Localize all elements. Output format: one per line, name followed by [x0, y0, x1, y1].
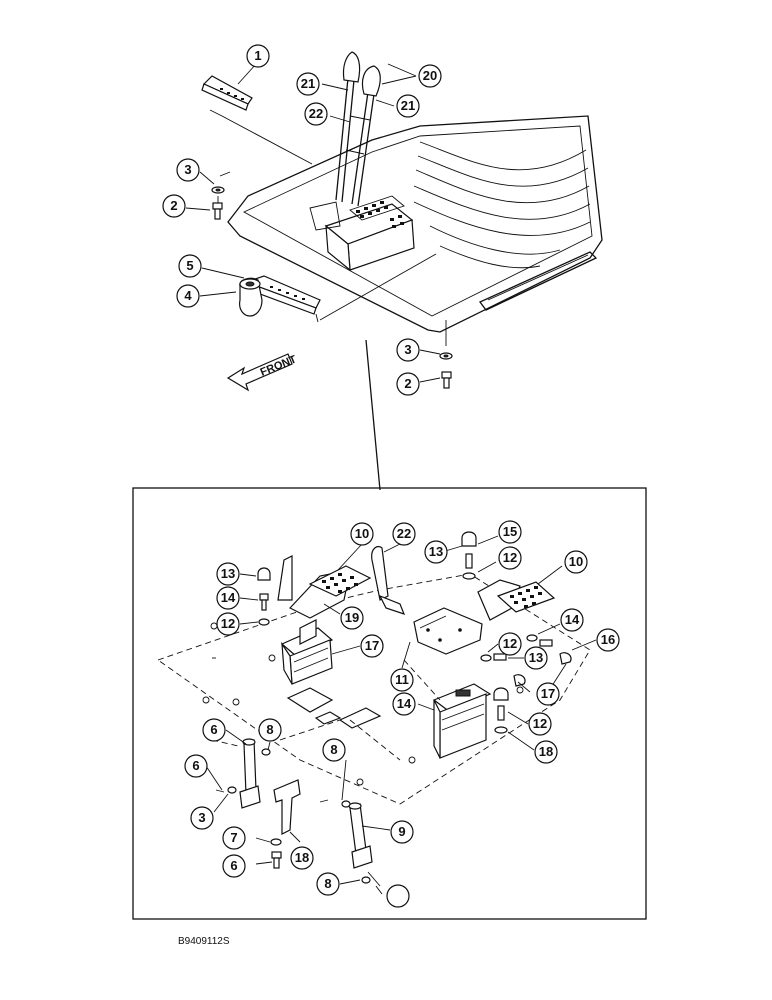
svg-text:4: 4 [184, 288, 192, 303]
svg-text:11: 11 [395, 672, 409, 687]
svg-text:14: 14 [397, 696, 412, 711]
detail-assembly [157, 531, 597, 895]
callout-21a: 21 [296, 72, 320, 96]
callout-18-left: 6 [202, 718, 226, 742]
svg-text:5: 5 [186, 258, 193, 273]
svg-text:8: 8 [330, 742, 337, 757]
callout-13-left: 13 [216, 562, 240, 586]
callout-12-left: 12 [216, 612, 240, 636]
svg-text:8: 8 [266, 722, 273, 737]
callout-12-top: 12 [498, 546, 522, 570]
svg-text:20: 20 [423, 68, 437, 83]
svg-text:2: 2 [404, 376, 411, 391]
svg-text:16: 16 [601, 632, 615, 647]
callout-1: 1 [246, 44, 270, 68]
svg-text:2: 2 [170, 198, 177, 213]
svg-text:12: 12 [503, 636, 517, 651]
left-pedal-grid [322, 573, 358, 593]
callout-14-right: 16 [596, 628, 620, 652]
svg-text:3: 3 [404, 342, 411, 357]
callout-22-detail: 22 [392, 522, 416, 546]
svg-text:6: 6 [230, 858, 237, 873]
svg-text:10: 10 [569, 554, 583, 569]
top-callouts: 1 20 21 21 22 3 2 5 4 3 2 [162, 44, 442, 396]
callout-12-mid: 12 [498, 632, 522, 656]
callout-8-left: 6 [184, 754, 208, 778]
callout-2-top: 2 [162, 194, 186, 218]
svg-text:21: 21 [301, 76, 315, 91]
pedal-grid [356, 201, 404, 228]
callout-21b: 21 [396, 94, 420, 118]
svg-text:21: 21 [401, 98, 415, 113]
callout-10-left: 10 [350, 522, 374, 546]
callout-20: 20 [418, 64, 442, 88]
svg-text:12: 12 [221, 616, 235, 631]
svg-text:17: 17 [365, 638, 379, 653]
svg-text:13: 13 [429, 544, 443, 559]
svg-text:14: 14 [221, 590, 236, 605]
svg-text:18: 18 [539, 744, 553, 759]
callout-8-bottom [386, 884, 410, 908]
svg-text:14: 14 [565, 612, 580, 627]
svg-text:18: 18 [295, 850, 309, 865]
svg-text:13: 13 [529, 650, 543, 665]
svg-text:9: 9 [398, 824, 405, 839]
svg-text:3: 3 [198, 810, 205, 825]
svg-text:7: 7 [230, 830, 237, 845]
front-arrow: FRONT [226, 353, 299, 392]
callout-8-mid: 8 [322, 738, 346, 762]
callout-17-left: 17 [360, 634, 384, 658]
svg-text:8: 8 [324, 876, 331, 891]
callout-2-right: 2 [396, 372, 420, 396]
callout-15: 15 [498, 520, 522, 544]
callout-18-right: 9 [390, 820, 414, 844]
callout-17-right: 14 [392, 692, 416, 716]
detail-callouts: 10 22 15 13 12 10 13 14 19 12 17 12 14 1… [184, 520, 620, 908]
callout-3-right: 3 [396, 338, 420, 362]
svg-text:12: 12 [533, 716, 547, 731]
svg-text:3: 3 [184, 162, 191, 177]
callout-6-upper: 8 [258, 718, 282, 742]
callout-3-detail: 7 [222, 826, 246, 850]
svg-text:6: 6 [192, 758, 199, 773]
callout-5: 5 [178, 254, 202, 278]
svg-text:6: 6 [210, 722, 217, 737]
top-leaders [185, 63, 441, 383]
detail-link-line [365, 339, 381, 491]
svg-text:19: 19 [345, 610, 359, 625]
svg-text:15: 15 [503, 524, 517, 539]
front-label: FRONT [259, 353, 299, 378]
drawing-code: B9409112S [178, 936, 230, 947]
detail-frame [132, 487, 647, 920]
svg-text:22: 22 [309, 106, 323, 121]
callout-12-right: 14 [560, 608, 584, 632]
callout-13-right: 17 [536, 682, 560, 706]
right-pedal-grid [510, 586, 542, 608]
callout-14-bottom: 12 [528, 712, 552, 736]
callout-10-right: 10 [564, 550, 588, 574]
callout-6-bottom: 8 [316, 872, 340, 896]
svg-text:17: 17 [541, 686, 555, 701]
callout-14-left: 14 [216, 586, 240, 610]
svg-text:13: 13 [221, 566, 235, 581]
callout-9: 6 [222, 854, 246, 878]
callout-3-top: 3 [176, 158, 200, 182]
callout-6-left: 3 [190, 806, 214, 830]
callout-13-top: 13 [424, 540, 448, 564]
callout-22: 22 [304, 102, 328, 126]
svg-text:1: 1 [254, 48, 261, 63]
svg-text:10: 10 [355, 526, 369, 541]
callout-11: 13 [524, 646, 548, 670]
svg-text:22: 22 [397, 526, 411, 541]
callout-19: 19 [340, 606, 364, 630]
callout-7: 18 [290, 846, 314, 870]
callout-16: 11 [390, 668, 414, 692]
svg-text:12: 12 [503, 550, 517, 565]
callout-12-bottom: 18 [534, 740, 558, 764]
callout-4: 4 [176, 284, 200, 308]
